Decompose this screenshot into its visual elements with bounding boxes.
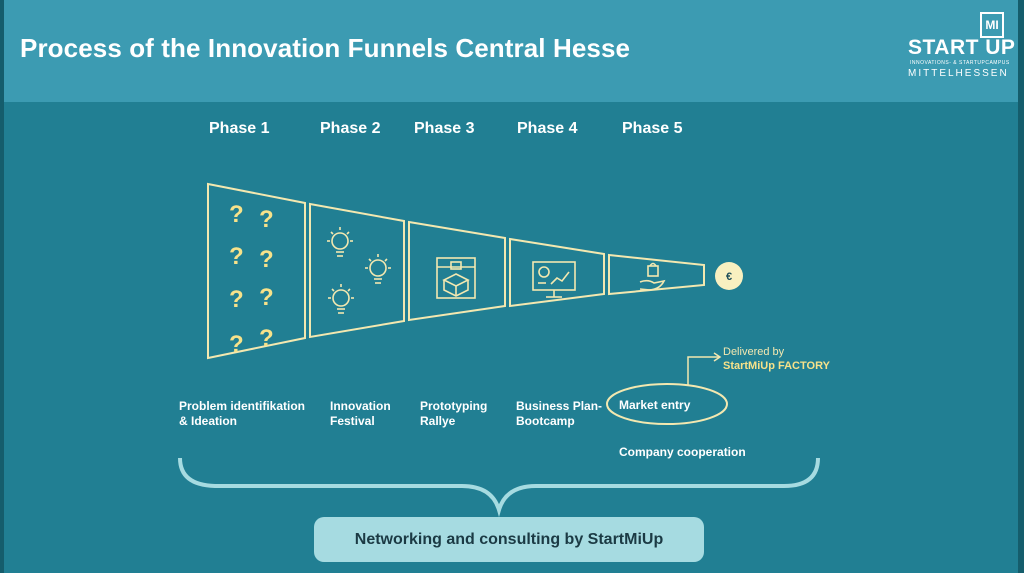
stage-5-label: Market entry: [619, 398, 691, 412]
stage-1-label: Problem identifikation & Ideation: [179, 399, 306, 428]
phase-1-label: Phase 1: [209, 120, 270, 137]
logo-city-text: MITTELHESSEN: [908, 68, 1009, 79]
logo-main-text: START UP: [908, 36, 1016, 59]
euro-symbol: €: [726, 271, 732, 283]
presentation-board-icon: [532, 261, 576, 298]
3d-printer-icon: [436, 257, 476, 299]
funnel-segment-4: [509, 237, 605, 308]
stage-2-label: Innovation Festival: [330, 399, 391, 428]
lightbulb-icon: [328, 284, 354, 314]
header-bar: Process of the Innovation Funnels Centra…: [4, 0, 1018, 102]
market-entry-circle: [606, 383, 728, 425]
slide-edge-left: [0, 0, 4, 573]
question-mark-icon: ?: [259, 246, 274, 273]
hand-bag-icon: [639, 262, 666, 291]
phase-3-label: Phase 3: [414, 120, 475, 137]
page-title: Process of the Innovation Funnels Centra…: [20, 33, 631, 63]
stage-3-label: Prototyping Rallye: [420, 399, 488, 428]
question-mark-icon: ?: [229, 243, 244, 270]
question-mark-icon: ?: [229, 286, 244, 313]
funnel-segment-5: [608, 253, 705, 296]
question-mark-icon: ?: [229, 201, 244, 228]
question-mark-icon: ?: [259, 284, 274, 311]
logo-sub-text: INNOVATIONS- & STARTUPCAMPUS: [910, 60, 1010, 66]
slide-edge-right: [1018, 0, 1024, 573]
delivered-arrow: [687, 356, 720, 385]
funnel-segment-1: [207, 182, 306, 360]
question-mark-icon: ?: [259, 206, 274, 233]
phase-2-label: Phase 2: [320, 120, 381, 137]
phase-5-label: Phase 5: [622, 120, 683, 137]
curly-bracket: [178, 457, 820, 518]
question-mark-icon: ?: [229, 331, 244, 358]
startup-logo: MI START UP INNOVATIONS- & STARTUPCAMPUS…: [900, 12, 1020, 82]
euro-coin: [715, 262, 743, 290]
question-mark-icon: ?: [259, 325, 274, 352]
networking-consulting-box: Networking and consulting by StartMiUp: [314, 517, 704, 562]
funnel-segment-3: [408, 220, 506, 322]
funnel-segment-2: [309, 202, 405, 339]
lightbulb-icon: [327, 227, 353, 257]
lightbulb-icon: [365, 254, 391, 284]
delivered-by-note: Delivered by StartMiUp FACTORY: [723, 346, 830, 372]
logo-mi-box: MI: [980, 12, 1004, 38]
stage-4-label: Business Plan- Bootcamp: [516, 399, 603, 428]
company-cooperation-label: Company cooperation: [619, 445, 746, 459]
phase-4-label: Phase 4: [517, 120, 578, 137]
